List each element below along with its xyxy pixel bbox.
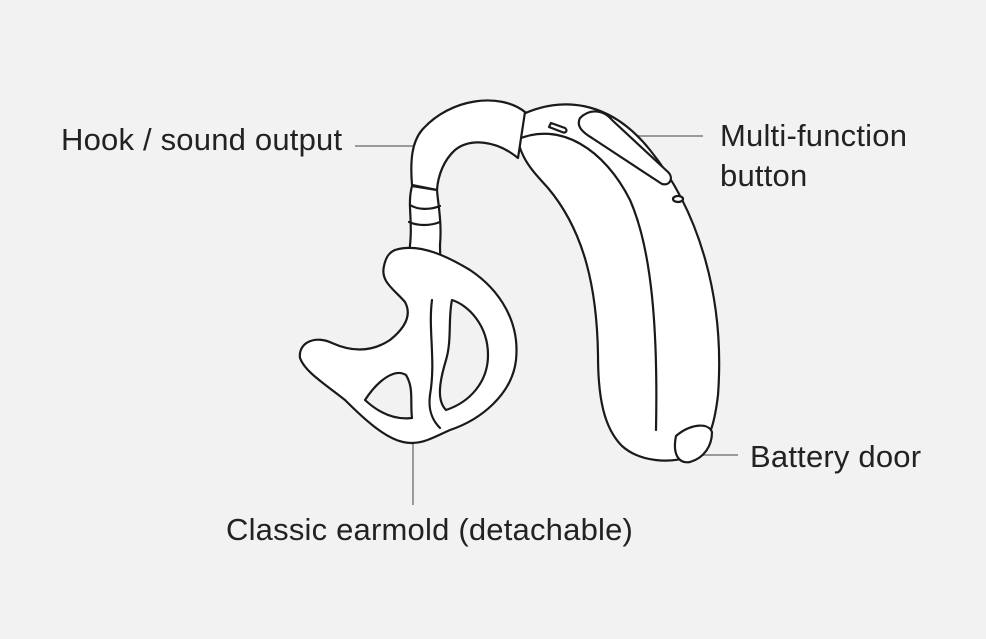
multi-function-button-label: Multi-function button (720, 116, 907, 196)
multi-function-button-shape (577, 110, 672, 186)
hook-sound-output-label: Hook / sound output (61, 122, 343, 157)
device-body-seam (514, 132, 658, 432)
button-dot (671, 194, 685, 204)
multi-function-label-line-1: Multi-function (720, 118, 908, 153)
battery-door-label: Battery door (750, 439, 922, 474)
button-notch (547, 121, 568, 134)
device-body (513, 103, 721, 462)
tubing-ring-2 (407, 220, 442, 227)
earmold-opening-lower (363, 372, 414, 420)
hook (410, 99, 527, 192)
classic-earmold-label: Classic earmold (detachable) (226, 512, 634, 547)
battery-door (673, 424, 714, 464)
tubing-ring-1 (408, 203, 442, 210)
multi-function-label-line-2: button (720, 158, 808, 193)
earmold-opening-canal (438, 298, 490, 412)
earmold-inner-ridge (428, 298, 442, 430)
